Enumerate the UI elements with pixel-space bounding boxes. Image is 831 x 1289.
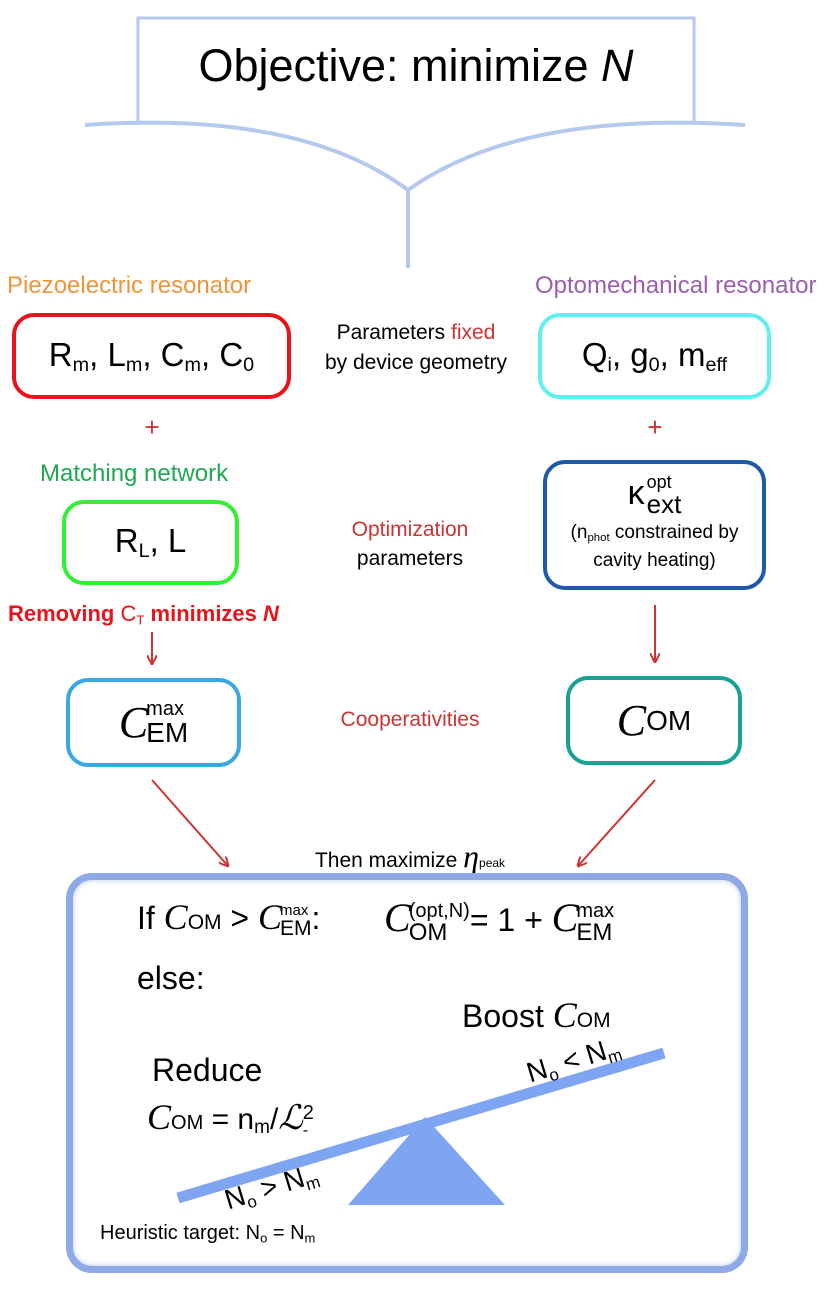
result-box: [66, 873, 748, 1273]
else-label: else:: [137, 960, 205, 996]
plus-left: +: [144, 412, 160, 442]
arrow-right-diag: [578, 779, 656, 866]
objective-brace: [84, 120, 746, 268]
boost-label: Boost COM: [462, 995, 611, 1035]
fixed-params-label: Parameters fixed by device geometry: [324, 321, 508, 374]
heuristic-target: Heuristic target: No = Nm: [100, 1222, 316, 1246]
optimization-label: Optimization parameters: [351, 518, 469, 570]
reduce-label: Reduce: [152, 1052, 263, 1088]
arrow-left-diag: [151, 779, 228, 866]
removing-note: Removing CT minimizes N: [8, 601, 279, 628]
opto-heading: Optomechanical resonator: [535, 272, 817, 299]
maximize-label: Then maximize ηpeak: [314, 838, 506, 874]
objective-title: Objective: minimize N: [198, 40, 634, 91]
piezo-heading: Piezoelectric resonator: [7, 272, 252, 299]
matching-heading: Matching network: [40, 460, 229, 487]
objective-banner-outline: [136, 16, 696, 122]
opto-params-box: Qi, g0, meff: [538, 313, 771, 399]
kappa-note: (nphot constrained by cavity heating): [570, 521, 739, 572]
cooperativities-label: Cooperativities: [340, 708, 480, 731]
seesaw-fulcrum: [348, 1117, 505, 1205]
plus-right: +: [647, 412, 663, 442]
matching-box: RL, L: [62, 500, 239, 585]
piezo-params-box: Rm, Lm, Cm, C0: [12, 313, 291, 399]
